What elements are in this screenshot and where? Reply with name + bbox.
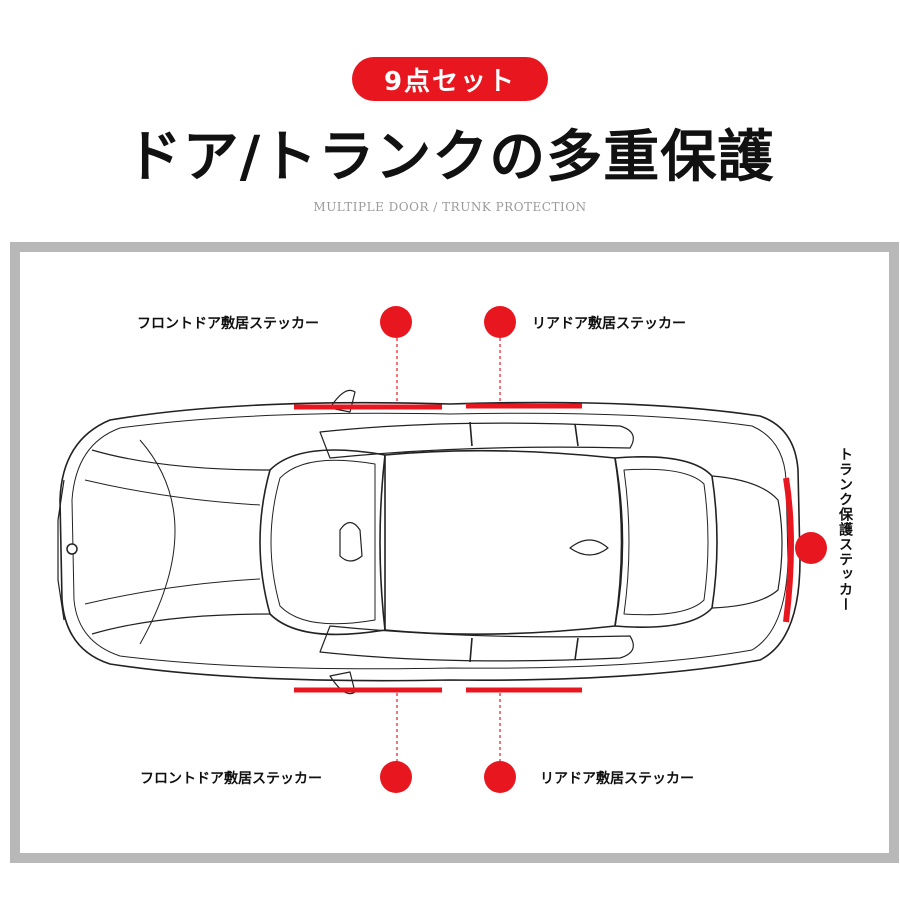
set-count-badge: 9点セット bbox=[352, 57, 548, 101]
page-subtitle: MULTIPLE DOOR / TRUNK PROTECTION bbox=[313, 200, 587, 214]
marker-rear-bottom-icon bbox=[484, 761, 516, 793]
side-window-bottom bbox=[319, 625, 634, 662]
marker-rear-top-icon bbox=[484, 306, 516, 338]
callout-front-door-bottom: フロントドア敷居ステッカー bbox=[140, 771, 322, 787]
marker-front-bottom-icon bbox=[380, 761, 412, 793]
car-body-outline bbox=[59, 401, 801, 682]
callout-rear-door-bottom: リアドア敷居ステッカー bbox=[540, 771, 694, 787]
roof-panel bbox=[379, 449, 624, 635]
callout-rear-door-top: リアドア敷居ステッカー bbox=[532, 316, 686, 332]
mirror-top bbox=[329, 389, 356, 413]
trunk-lid bbox=[711, 475, 783, 609]
marker-front-top-icon bbox=[380, 306, 412, 338]
windshield bbox=[259, 449, 386, 636]
marker-trunk-icon bbox=[795, 532, 827, 564]
illustration-frame bbox=[10, 242, 899, 863]
callout-trunk: トランク保護ステッカー bbox=[837, 447, 853, 612]
side-window-top bbox=[319, 422, 634, 459]
page-title: ドア/トランクの多重保護 bbox=[125, 125, 775, 190]
rear-window bbox=[614, 456, 718, 628]
trunk-protection-sticker bbox=[783, 477, 794, 623]
car-badge-icon bbox=[66, 543, 78, 555]
callout-front-door-top: フロントドア敷居ステッカー bbox=[137, 316, 319, 332]
